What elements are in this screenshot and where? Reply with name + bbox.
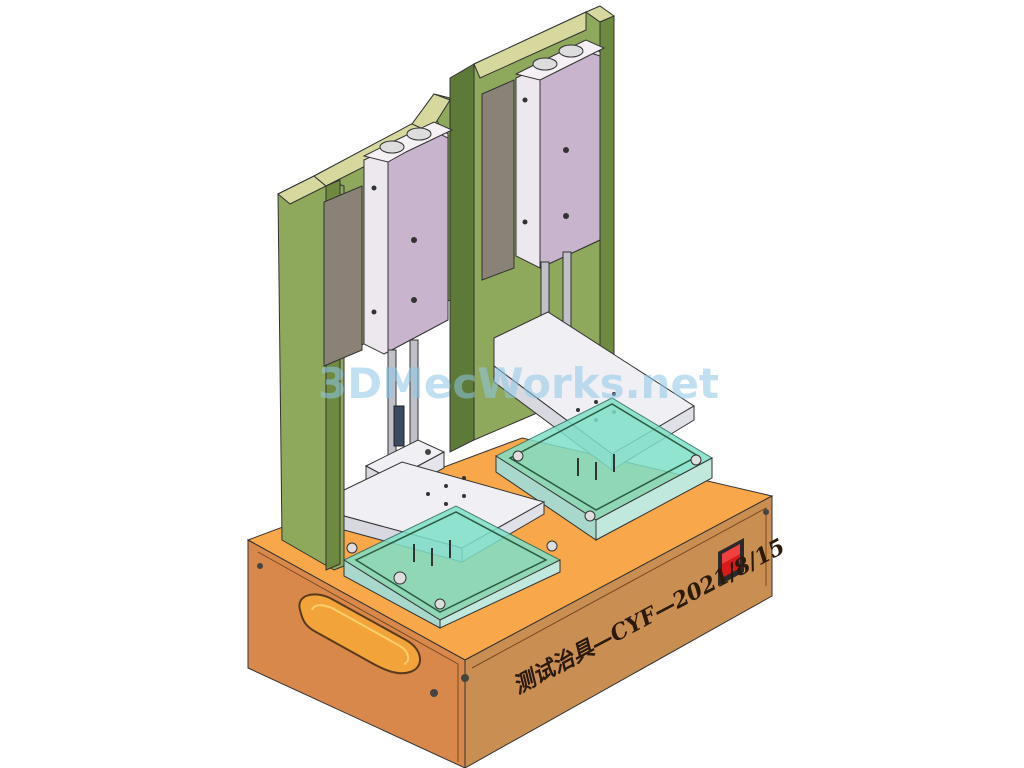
air-cylinder-left [362,121,454,355]
base-box-right-face [464,495,773,768]
watermark-text: 3DMecWorks.net [318,359,719,408]
station-left [277,93,562,629]
rocker-switch-icon [718,538,744,586]
station-right [449,5,714,541]
air-cylinder-right [514,39,606,269]
hand-slot-icon [298,593,421,675]
